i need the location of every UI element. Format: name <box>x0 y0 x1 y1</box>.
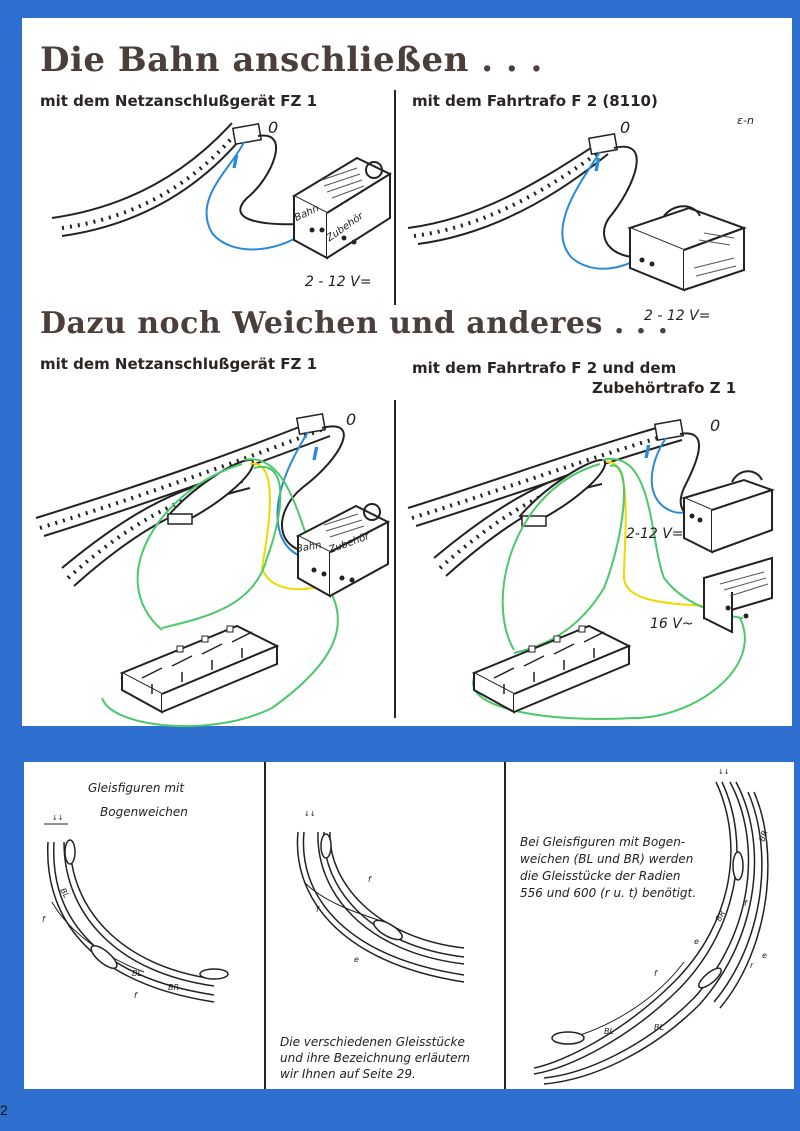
svg-text:e: e <box>762 951 767 960</box>
svg-text:e: e <box>694 937 699 946</box>
caption-panel1-line1: Gleisfiguren mit <box>88 781 185 795</box>
svg-text:↓↓: ↓↓ <box>304 810 316 818</box>
track-figure-2: ↓↓ f e f <box>296 810 465 983</box>
diagram-fz1-track <box>51 122 393 260</box>
page-number: 2 <box>0 1102 8 1118</box>
corner-mark: ɛ-n <box>737 114 754 127</box>
voltage-ac-mid-right: 16 V~ <box>650 616 694 632</box>
subheading-fz1-top: mit dem Netzanschlußgerät FZ 1 <box>40 92 318 110</box>
svg-text:↓↓: ↓↓ <box>718 768 730 776</box>
svg-text:r: r <box>750 961 754 970</box>
wiring-instructions-panel: Die Bahn anschließen . . . mit dem Netza… <box>22 18 792 728</box>
caption-panel3-line2: weichen (BL und BR) werden <box>520 852 694 866</box>
svg-text:f: f <box>316 905 320 914</box>
divider-top <box>394 90 396 305</box>
svg-text:BL: BL <box>654 1023 664 1032</box>
svg-text:f: f <box>368 875 372 884</box>
diagram-f2-z1-turnouts <box>407 418 776 720</box>
label-zero-top-left: 0 <box>268 118 279 137</box>
svg-text:BR: BR <box>168 983 179 992</box>
svg-text:f: f <box>654 969 658 978</box>
subheading-f2-z1-line2: Zubehörtrafo Z 1 <box>592 379 737 397</box>
divider-bottom-2 <box>504 762 506 1089</box>
main-heading: Die Bahn anschließen . . . <box>40 40 543 80</box>
caption-panel1-line2: Bogenweichen <box>100 805 188 819</box>
subheading-f2-top: mit dem Fahrtrafo F 2 (8110) <box>412 92 658 110</box>
label-one-top-right: I <box>594 155 601 176</box>
caption-panel3-line1: Bei Gleisfiguren mit Bogen- <box>520 835 686 849</box>
label-zero-mid-right: 0 <box>710 416 721 435</box>
track-figures-panel: Gleisfiguren mit Bogenweichen ↓↓ BL BR B… <box>24 762 794 1089</box>
svg-text:BL: BL <box>58 887 71 900</box>
svg-text:f: f <box>42 915 46 924</box>
subheading-fz1-mid: mit dem Netzanschlußgerät FZ 1 <box>40 355 318 373</box>
divider-bottom-1 <box>264 762 266 1089</box>
caption-panel3-line4: 556 und 600 (r u. t) benötigt. <box>520 886 697 900</box>
diagram-fz1-turnouts <box>35 412 391 728</box>
secondary-heading: Dazu noch Weichen und anderes . . . <box>40 306 669 341</box>
caption-panel2-line3: wir Ihnen auf Seite 29. <box>280 1067 416 1081</box>
diagram-f2-track <box>407 132 747 292</box>
svg-text:↓↓: ↓↓ <box>52 814 64 822</box>
label-one-mid-right: I <box>644 442 651 463</box>
caption-panel2-line1: Die verschiedenen Gleisstücke <box>280 1035 465 1049</box>
track-figure-3: ↓↓ BR BR BL BL e e f f r <box>533 768 770 1085</box>
svg-text:BR: BR <box>757 829 769 842</box>
caption-panel2-line2: und ihre Bezeichnung erläutern <box>280 1051 471 1065</box>
svg-text:f: f <box>744 899 748 908</box>
label-one-top-left: I <box>232 152 239 173</box>
label-one-mid-left: I <box>312 444 319 465</box>
track-figure-1: ↓↓ BL BR BL f f <box>42 814 229 1003</box>
caption-panel3-line3: die Gleisstücke der Radien <box>520 869 681 883</box>
voltage-dc-top-right: 2 - 12 V= <box>644 308 711 324</box>
voltage-dc-mid-right: 2-12 V= <box>626 526 684 542</box>
voltage-dc-top-left: 2 - 12 V= <box>305 274 372 290</box>
svg-text:BL: BL <box>604 1027 614 1036</box>
svg-text:BL: BL <box>132 969 142 978</box>
divider-mid <box>394 400 396 718</box>
label-zero-top-right: 0 <box>620 118 631 137</box>
subheading-f2-z1-line1: mit dem Fahrtrafo F 2 und dem <box>412 359 677 377</box>
svg-text:f: f <box>134 991 138 1000</box>
label-zero-mid-left: 0 <box>346 410 357 429</box>
svg-text:e: e <box>354 955 359 964</box>
